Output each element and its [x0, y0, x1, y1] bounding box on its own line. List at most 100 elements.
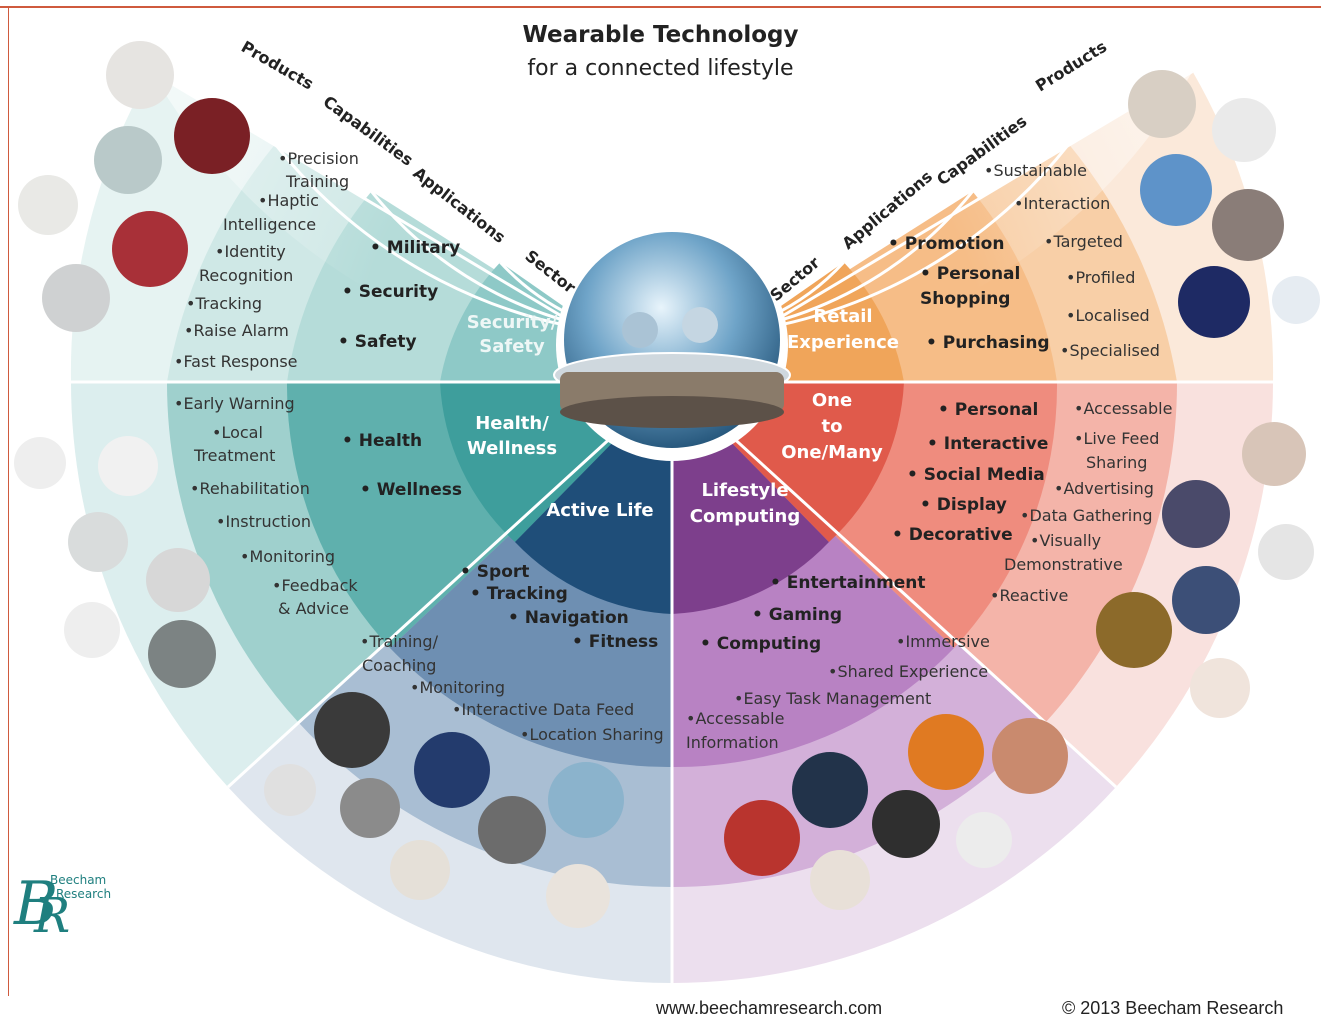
sector-one-line2: to: [822, 416, 843, 437]
product-photo: [872, 790, 940, 858]
product-photo: [340, 778, 400, 838]
product-photo: [106, 41, 174, 109]
product-photo: [148, 620, 216, 688]
product-photo: [548, 762, 624, 838]
product-photo: [1258, 524, 1314, 580]
heading-products-right: Products: [1032, 37, 1110, 96]
product-photo: [1172, 566, 1240, 634]
product-photos: [14, 41, 1320, 928]
sector-active: Active Life: [546, 500, 653, 521]
svg-text:R: R: [33, 888, 70, 944]
app-security: • Security: [342, 282, 438, 302]
sector-health-line1: Health/: [475, 413, 549, 434]
subtitle: for a connected lifestyle: [527, 56, 794, 81]
sector-wheel: Products Capabilities Applications Secto…: [14, 36, 1320, 983]
app-personal-shopping-2: Shopping: [920, 289, 1010, 309]
product-photo: [1096, 592, 1172, 668]
product-photo: [146, 548, 210, 612]
cap-fast-response: •Fast Response: [174, 352, 298, 371]
cap-advice: & Advice: [278, 599, 349, 618]
app-wellness: • Wellness: [360, 480, 462, 500]
cap-intelligence: Intelligence: [223, 215, 316, 234]
logo-line2: Research: [56, 887, 111, 901]
product-photo: [18, 175, 78, 235]
beecham-logo: B R Beecham Research: [13, 869, 111, 944]
app-entertainment: • Entertainment: [770, 573, 926, 593]
sector-one-line3: One/Many: [781, 442, 883, 463]
cap-targeted: •Targeted: [1044, 232, 1123, 251]
app-navigation: • Navigation: [508, 608, 629, 628]
product-photo: [414, 732, 490, 808]
cap-local: •Local: [212, 423, 263, 442]
cap-live-feed: •Live Feed: [1074, 429, 1159, 448]
product-photo: [1212, 98, 1276, 162]
product-photo: [1178, 266, 1250, 338]
sector-retail-line1: Retail: [813, 306, 872, 327]
cap-early-warning: •Early Warning: [174, 394, 295, 413]
product-photo: [956, 812, 1012, 868]
sector-security-line1: Security/: [467, 312, 558, 333]
cap-advertising: •Advertising: [1054, 479, 1154, 498]
product-photo: [1128, 70, 1196, 138]
product-photo: [1140, 154, 1212, 226]
product-photo: [94, 126, 162, 194]
product-photo: [14, 437, 66, 489]
product-photo: [68, 512, 128, 572]
top-border: [0, 6, 1321, 8]
cap-information: Information: [686, 733, 779, 752]
app-promotion: • Promotion: [888, 234, 1004, 254]
cap-tracking-sec: •Tracking: [186, 294, 262, 313]
app-display: • Display: [920, 495, 1007, 515]
product-photo: [1212, 189, 1284, 261]
sector-names: Security/ Safety Health/ Wellness Active…: [467, 306, 899, 527]
product-photo: [264, 764, 316, 816]
cap-specialised: •Specialised: [1060, 341, 1160, 360]
app-sport: • Sport: [460, 562, 529, 582]
cap-monitoring-health: •Monitoring: [240, 547, 335, 566]
sector-one-line1: One: [812, 390, 852, 411]
cap-accessable-info: •Accessable: [686, 709, 784, 728]
cap-location-sharing: •Location Sharing: [520, 725, 664, 744]
product-photo: [174, 98, 250, 174]
product-photo: [42, 264, 110, 332]
cap-sustainable: •Sustainable: [984, 161, 1087, 180]
footer-url[interactable]: www.beechamresearch.com: [656, 998, 883, 1018]
product-photo: [314, 692, 390, 768]
app-interactive: • Interactive: [927, 434, 1048, 454]
cap-reactive: •Reactive: [990, 586, 1068, 605]
product-photo: [724, 800, 800, 876]
sector-lifestyle-line2: Computing: [690, 506, 801, 527]
product-photo: [478, 796, 546, 864]
product-photo: [98, 436, 158, 496]
app-safety: • Safety: [338, 332, 417, 352]
cap-training-coaching: •Training/: [360, 632, 439, 651]
app-decorative: • Decorative: [892, 525, 1013, 545]
heading-products-left: Products: [238, 37, 317, 94]
cap-feedback: •Feedback: [272, 576, 358, 595]
cap-training: Training: [285, 172, 349, 191]
svg-text:B: B: [13, 869, 58, 939]
product-photo: [992, 718, 1068, 794]
product-photo: [908, 714, 984, 790]
left-border: [8, 6, 9, 996]
cap-accessable: •Accessable: [1074, 399, 1172, 418]
cap-shared-experience: •Shared Experience: [828, 662, 988, 681]
app-fitness: • Fitness: [572, 632, 658, 652]
sector-retail-line2: Experience: [787, 332, 899, 353]
cap-interaction: •Interaction: [1014, 194, 1110, 213]
cap-coaching: Coaching: [362, 656, 436, 675]
product-photo: [546, 864, 610, 928]
cap-monitoring-active: •Monitoring: [410, 678, 505, 697]
app-computing: • Computing: [700, 634, 821, 654]
applications-labels: • Military • Security • Safety • Health …: [338, 234, 1050, 654]
cap-interactive-feed: •Interactive Data Feed: [452, 700, 634, 719]
product-photo: [1190, 658, 1250, 718]
sector-security-line2: Safety: [479, 336, 545, 357]
globe-image: [553, 229, 791, 461]
capabilities-labels: •Precision Training •Haptic Intelligence…: [174, 149, 1172, 752]
product-photo: [64, 602, 120, 658]
title: Wearable Technology: [522, 22, 799, 48]
cap-profiled: •Profiled: [1066, 268, 1135, 287]
cap-recognition: Recognition: [199, 266, 293, 285]
